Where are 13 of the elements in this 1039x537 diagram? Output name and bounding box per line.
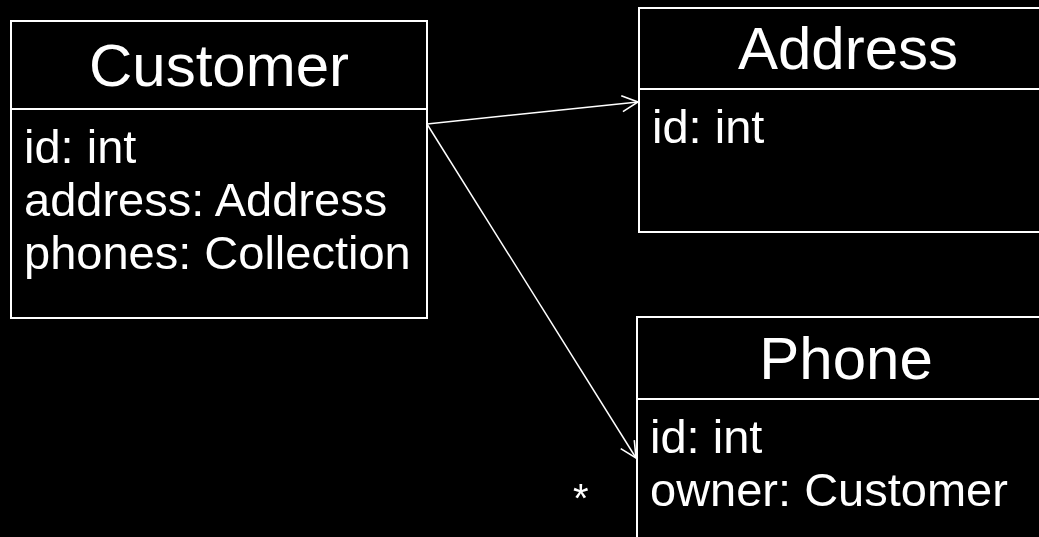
attribute-text: id: int	[650, 410, 764, 463]
attribute-text: address: Address	[24, 173, 389, 226]
attribute-text: phones: Collection	[24, 226, 412, 279]
class-box	[636, 316, 1039, 537]
attribute-text: id: int	[24, 120, 138, 173]
class-name: Address	[737, 14, 959, 83]
class-name: Customer	[88, 30, 350, 100]
class-box	[638, 7, 1039, 233]
multiplicity-label: *	[573, 478, 589, 518]
attribute-text: id: int	[652, 100, 766, 153]
class-box	[10, 20, 428, 319]
attribute-text: owner: Customer	[650, 463, 1009, 516]
class-name: Phone	[759, 323, 933, 393]
